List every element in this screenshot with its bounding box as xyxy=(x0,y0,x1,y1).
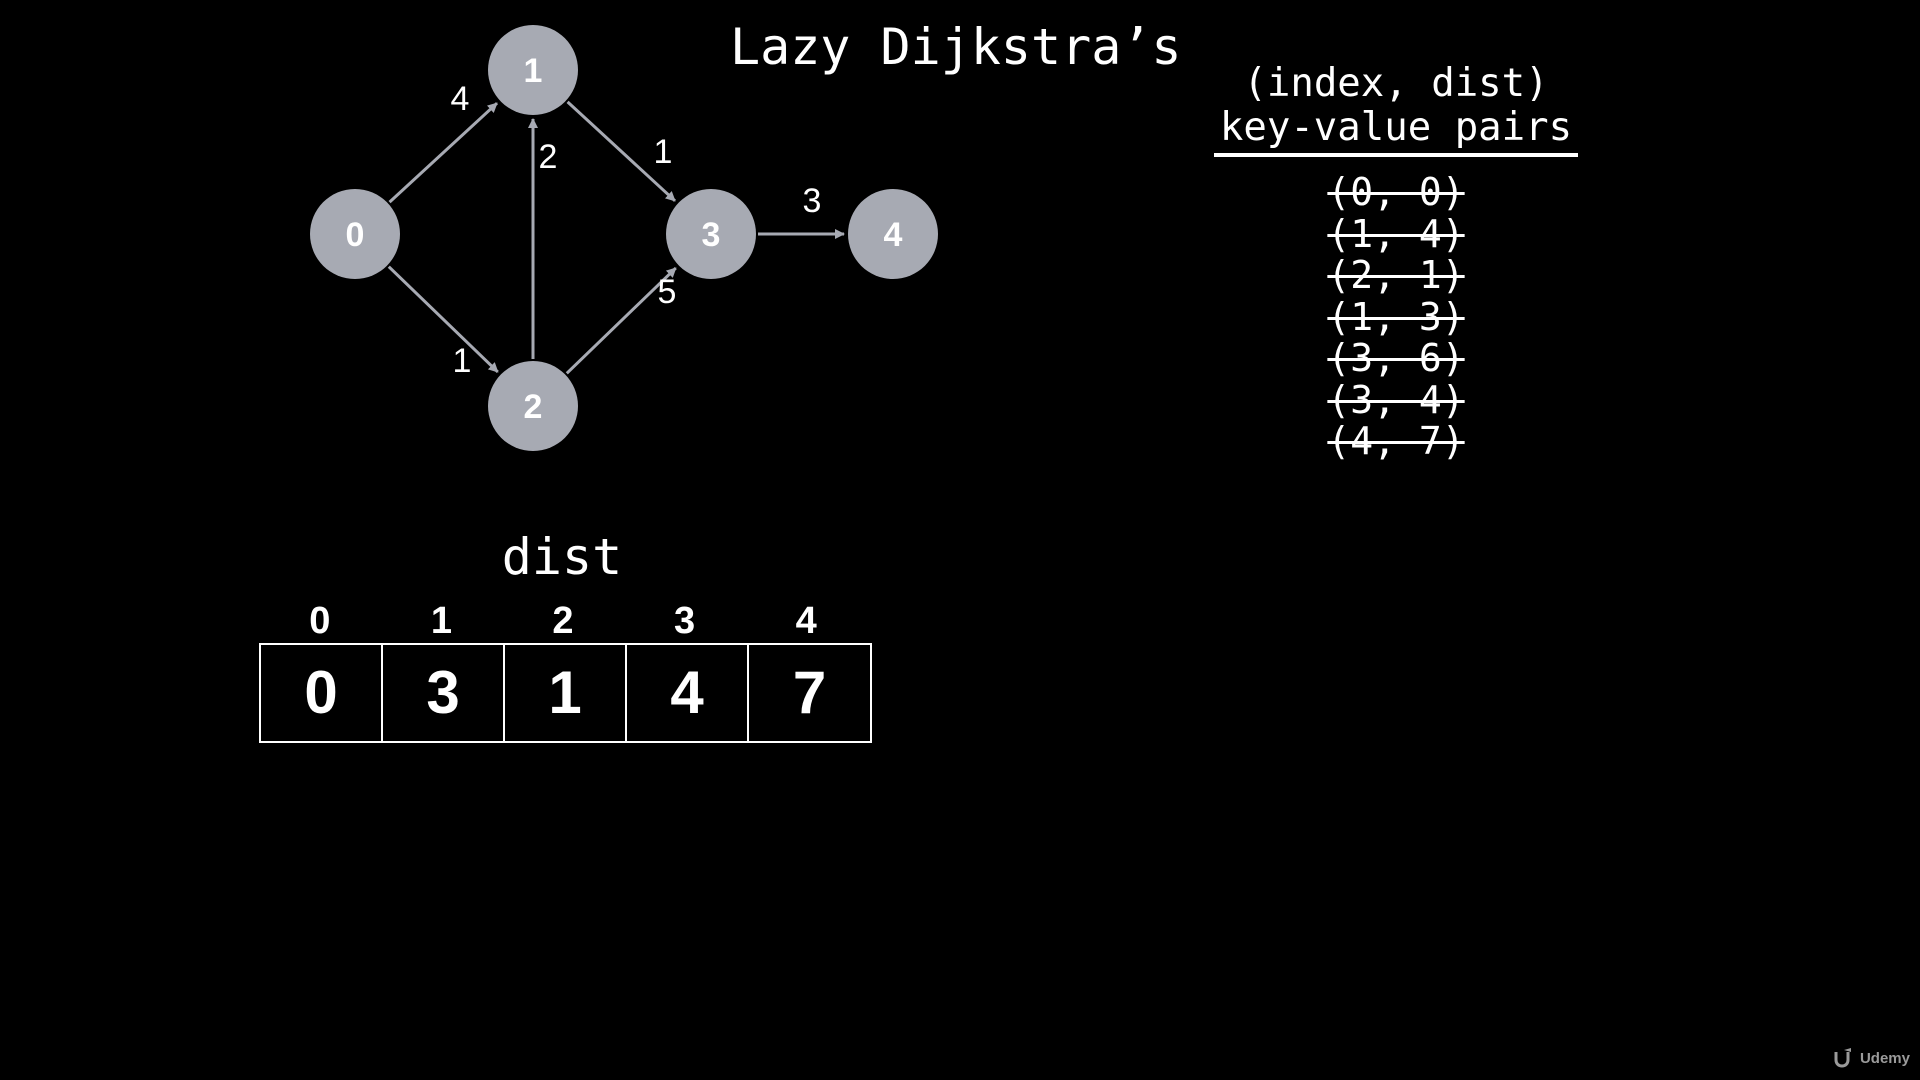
pq-item-text: (2, 1) xyxy=(1327,253,1465,297)
dist-cell: 1 xyxy=(505,645,627,741)
pq-item-text: (4, 7) xyxy=(1327,419,1465,463)
node-2 xyxy=(488,361,578,451)
edge-weight-label: 2 xyxy=(539,138,558,176)
node-label: 1 xyxy=(524,52,543,90)
pq-item: (1, 4) xyxy=(1214,211,1578,256)
dist-array-indices: 0 1 2 3 4 xyxy=(259,600,867,643)
edge-weight-label: 5 xyxy=(658,273,677,311)
node-4 xyxy=(848,189,938,279)
dist-index: 1 xyxy=(430,600,452,642)
node-1 xyxy=(488,25,578,115)
edge-weight-label: 1 xyxy=(453,342,472,380)
edge-0-1 xyxy=(388,102,498,204)
pq-item: (3, 4) xyxy=(1214,377,1578,422)
pq-header-line2: key-value pairs xyxy=(1219,105,1573,150)
dist-index: 4 xyxy=(795,600,817,642)
edge-0-2 xyxy=(387,265,499,374)
udemy-watermark: Udemy xyxy=(1834,1048,1910,1068)
node-label: 0 xyxy=(346,216,365,254)
pq-item: (4, 7) xyxy=(1214,419,1578,463)
dist-cell: 7 xyxy=(792,659,827,726)
edge-weight-label: 3 xyxy=(803,182,822,220)
node-0 xyxy=(310,189,400,279)
pq-item-text: (1, 3) xyxy=(1327,294,1465,339)
page-title: Lazy Dijkstra’s xyxy=(730,18,1182,76)
pq-item-text: (3, 6) xyxy=(1327,336,1465,380)
edge-weight-label: 4 xyxy=(451,80,470,118)
dist-cell: 3 xyxy=(383,645,505,741)
pq-header-line1: (index, dist) xyxy=(1243,61,1549,106)
node-3 xyxy=(666,189,756,279)
edge-2-3 xyxy=(565,266,677,375)
pq-item: (2, 1) xyxy=(1214,253,1578,297)
dist-index: 3 xyxy=(674,600,696,642)
pq-item: (0, 0) xyxy=(1214,170,1578,214)
dist-array-title: dist xyxy=(501,528,623,586)
dist-cell: 0 xyxy=(261,645,383,741)
pq-item: (1, 3) xyxy=(1214,294,1578,339)
node-label: 3 xyxy=(702,216,721,254)
node-label: 4 xyxy=(884,216,903,254)
edge-1-3 xyxy=(566,100,676,202)
pq-item-text: (3, 4) xyxy=(1327,377,1465,422)
dist-index: 2 xyxy=(552,600,574,642)
edge-weight-label: 1 xyxy=(654,133,673,171)
watermark-text: Udemy xyxy=(1859,1049,1910,1067)
pq-header-underline xyxy=(1214,153,1578,157)
dist-cell: 4 xyxy=(627,645,749,741)
dist-index: 0 xyxy=(309,600,331,642)
dist-array: 0 3 1 4 7 xyxy=(259,643,872,743)
pq-item-text: (1, 4) xyxy=(1327,211,1465,256)
pq-item: (3, 6) xyxy=(1214,336,1578,380)
pq-item-text: (0, 0) xyxy=(1327,170,1465,214)
udemy-logo-icon xyxy=(1834,1048,1851,1068)
node-label: 2 xyxy=(524,388,543,426)
pq-header: (index, dist) key-value pairs xyxy=(1214,62,1578,150)
pq-list: (0, 0) (1, 4) (2, 1) (1, 3) (3, 6) (3, 4… xyxy=(1214,170,1578,463)
